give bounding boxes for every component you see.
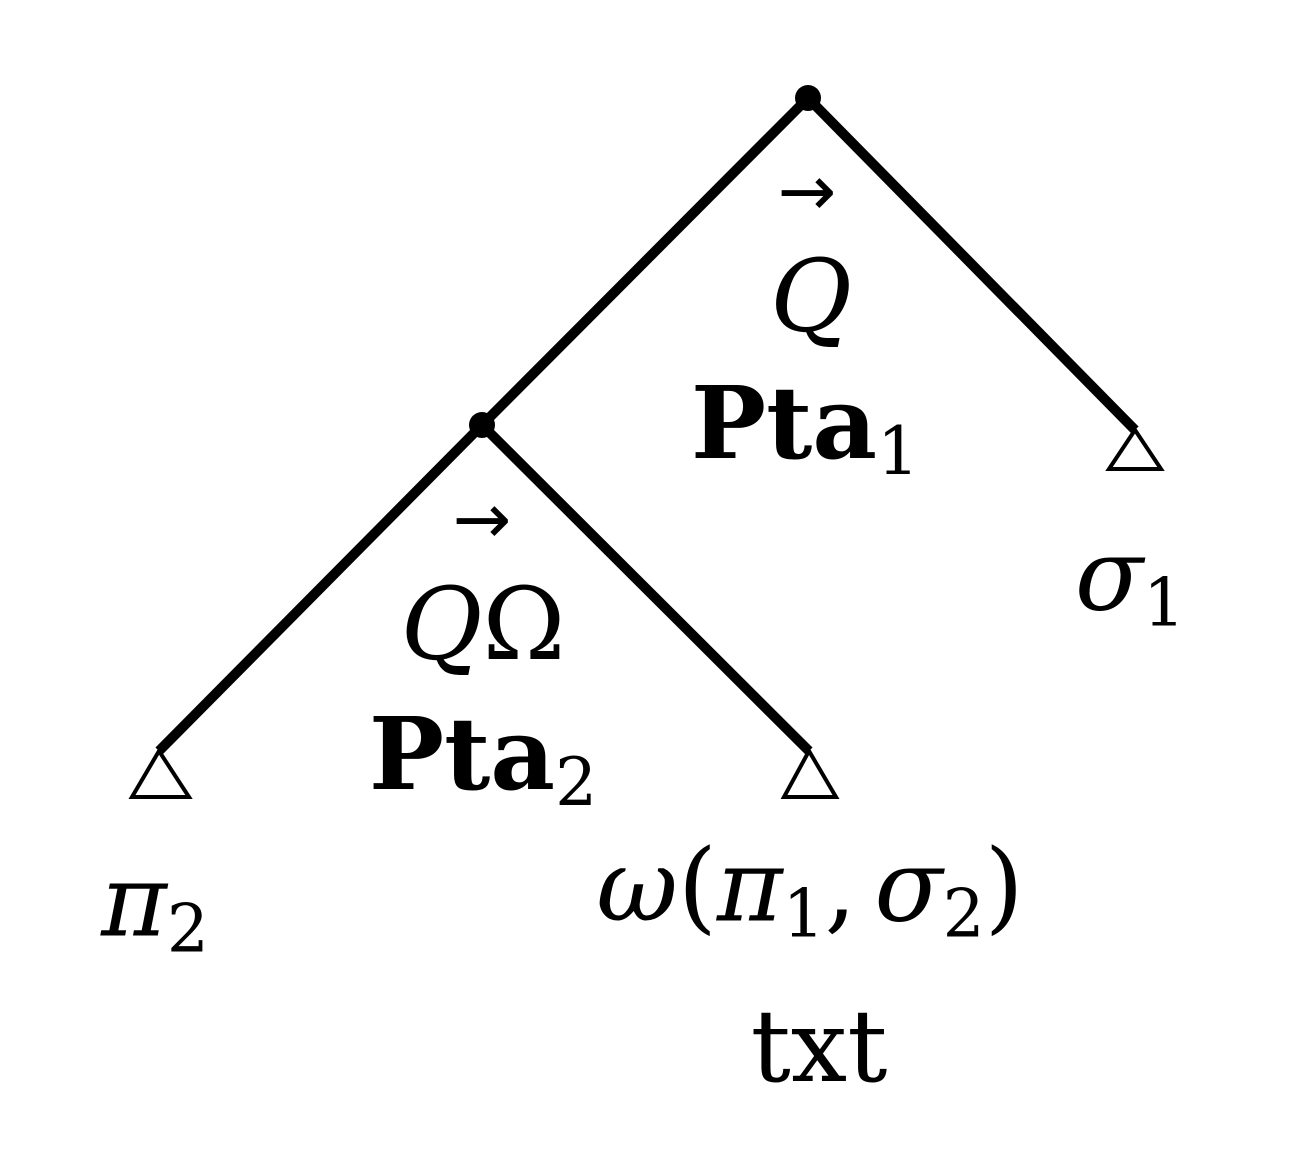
middle-leaf-pi: π [716, 827, 783, 945]
middle-leaf-sigma-subscript: 2 [942, 875, 985, 953]
middle-leaf-sigma: σ [874, 827, 943, 945]
inner-edge-symbol-q: Q [400, 566, 483, 683]
inner-overarrow-icon: → [452, 478, 512, 560]
root-overarrow-icon: → [777, 150, 837, 232]
left-leaf-label: π2 [101, 851, 209, 963]
root-edge-symbol: Q [770, 247, 852, 347]
edge-root-to-inner [478, 94, 812, 429]
inner-node-dot [469, 412, 495, 438]
edge-root-to-right-leaf [804, 94, 1139, 434]
left-leaf-triangle-icon [128, 747, 193, 799]
middle-leaf-triangle-icon [780, 746, 840, 799]
inner-edge-symbol-omega: Ω [482, 566, 566, 683]
middle-leaf-caption: txt [750, 988, 888, 1105]
right-leaf-symbol: σ [1074, 516, 1144, 634]
middle-leaf-label: ω(π1,σ2) [596, 836, 1023, 948]
edge-inner-to-middle-leaf [478, 421, 813, 755]
right-leaf-triangle-icon [1105, 426, 1165, 471]
right-leaf-subscript: 1 [1143, 564, 1186, 642]
root-rule-subscript: 1 [877, 412, 920, 490]
left-leaf-symbol: π [101, 842, 167, 960]
middle-leaf-rparen: ) [984, 827, 1024, 945]
inner-rule-subscript: 2 [555, 743, 598, 821]
middle-leaf-lparen: ( [677, 827, 717, 945]
root-edge-symbol-q: Q [770, 238, 852, 355]
root-node-dot [795, 85, 821, 111]
middle-leaf-comma: , [824, 827, 857, 945]
root-rule-name: Pta [690, 364, 878, 483]
middle-leaf-pi-subscript: 1 [782, 875, 825, 953]
root-rule-label: Pta1 [691, 373, 919, 485]
left-leaf-subscript: 2 [166, 890, 209, 968]
middle-leaf-omega: ω [596, 827, 678, 945]
edge-inner-to-left-leaf [155, 421, 486, 755]
inner-rule-name: Pta [368, 695, 556, 814]
right-leaf-label: σ1 [1075, 525, 1185, 637]
inner-edge-symbol: QΩ [401, 575, 566, 675]
inner-rule-label: Pta2 [369, 704, 597, 816]
